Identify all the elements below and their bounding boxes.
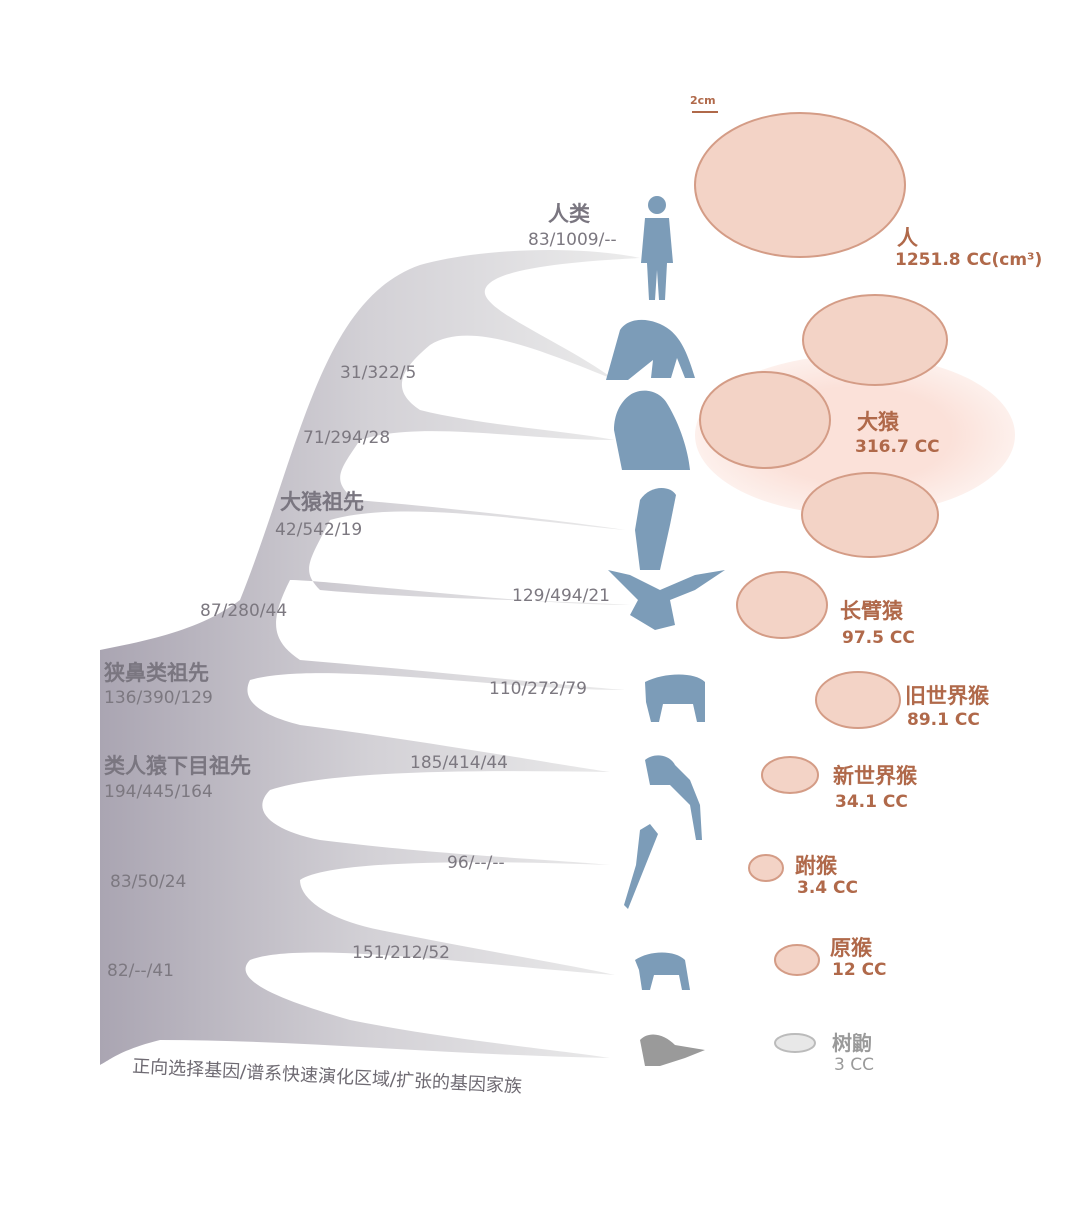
brain-label-tarsier: 跗猴	[795, 854, 837, 878]
orangutan-silhouette-icon	[635, 488, 676, 570]
brain-label-tree-shrew: 树鼩	[832, 1031, 872, 1055]
brain-label-lemur: 原猴	[830, 936, 872, 960]
brain-value-great-apes: 316.7 CC	[855, 437, 940, 457]
node-value-simian-ancestor: 194/445/164	[104, 782, 213, 802]
brain-label-gibbon: 长臂猿	[840, 599, 903, 623]
node-value-gorilla: 71/294/28	[303, 428, 391, 448]
node-value-83: 83/50/24	[110, 872, 187, 892]
old-world-monkey-silhouette-icon	[645, 674, 705, 722]
brains	[694, 112, 948, 1053]
node-value-gibbon: 129/494/21	[512, 586, 610, 606]
node-value-great-ape-ancestor: 42/542/19	[275, 520, 363, 540]
brain-value-tree-shrew: 3 CC	[834, 1055, 874, 1075]
human-silhouette-icon	[641, 196, 673, 300]
animal-silhouettes	[606, 196, 725, 1066]
tree-branches	[100, 249, 640, 1065]
brain-value-human: 1251.8 CC(cm³)	[895, 250, 1043, 270]
brain-tree-shrew	[774, 1033, 816, 1053]
node-value-new-world: 185/414/44	[410, 753, 508, 773]
tree-shrew-silhouette-icon	[640, 1034, 705, 1066]
node-value-82: 82/--/41	[107, 961, 174, 981]
node-value-catarrhine-ancestor: 136/390/129	[104, 688, 213, 708]
brain-new-world-monkey	[761, 756, 819, 794]
new-world-monkey-silhouette-icon	[645, 755, 702, 840]
node-value-tarsier: 96/--/--	[447, 853, 505, 873]
brain-human	[694, 112, 906, 258]
brain-label-great-apes: 大猿	[857, 410, 899, 434]
node-label-catarrhine-ancestor: 狭鼻类祖先	[104, 661, 209, 685]
brain-label-new-world-monkey: 新世界猴	[833, 764, 917, 788]
brain-tarsier	[748, 854, 784, 882]
brain-chimp	[802, 294, 948, 386]
node-value-chimp: 31/322/5	[340, 363, 417, 383]
brain-label-human: 人	[897, 226, 918, 250]
node-value-human: 83/1009/--	[528, 230, 617, 250]
node-label-simian-ancestor: 类人猿下目祖先	[104, 754, 251, 778]
node-label-great-ape-ancestor: 大猿祖先	[280, 490, 364, 514]
lemur-silhouette-icon	[635, 952, 690, 990]
scale-label: 2cm	[690, 94, 716, 107]
brain-value-gibbon: 97.5 CC	[842, 628, 915, 648]
gorilla-silhouette-icon	[614, 390, 690, 470]
node-value-old-world: 110/272/79	[489, 679, 587, 699]
brain-old-world-monkey	[815, 671, 901, 729]
brain-lemur	[774, 944, 820, 976]
tarsier-silhouette-icon	[624, 824, 658, 909]
brain-label-old-world-monkey: 旧世界猴	[905, 684, 989, 708]
brain-value-lemur: 12 CC	[832, 960, 887, 980]
chimp-silhouette-icon	[606, 319, 695, 380]
node-value-lemur: 151/212/52	[352, 943, 450, 963]
brain-value-old-world-monkey: 89.1 CC	[907, 710, 980, 730]
brain-gibbon	[736, 571, 828, 639]
brain-value-new-world-monkey: 34.1 CC	[835, 792, 908, 812]
brain-orangutan	[801, 472, 939, 558]
brain-gorilla	[699, 371, 831, 469]
node-label-human: 人类	[548, 202, 590, 226]
gibbon-silhouette-icon	[608, 570, 725, 630]
brain-value-tarsier: 3.4 CC	[797, 878, 858, 898]
node-value-orangutan: 87/280/44	[200, 601, 288, 621]
